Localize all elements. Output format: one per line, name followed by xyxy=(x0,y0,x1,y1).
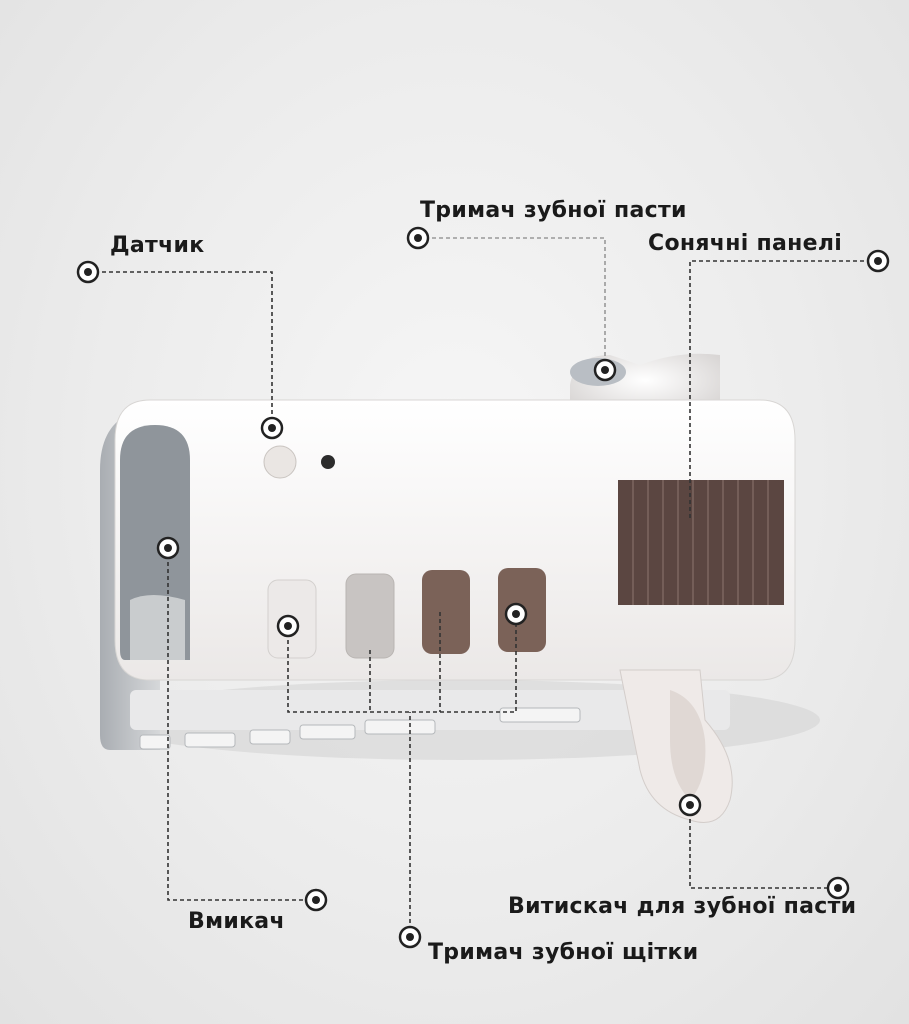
solar-panel xyxy=(618,480,784,605)
solar-marker-icon xyxy=(866,249,890,273)
label-sensor: Датчик xyxy=(110,233,205,258)
device xyxy=(100,353,820,823)
switch-marker-icon xyxy=(304,888,328,912)
label-toothpaste-squeezer: Витискач для зубної пасти xyxy=(508,894,857,919)
sensor-target-icon xyxy=(260,416,284,440)
brush-slot-target-icon xyxy=(504,602,528,626)
label-power-switch: Вмикач xyxy=(188,909,285,934)
sensor-marker-icon xyxy=(76,260,100,284)
leader-lines xyxy=(88,237,878,937)
brush-slot-target-icon xyxy=(276,614,300,638)
label-solar-panels: Сонячні панелі xyxy=(648,231,843,256)
label-toothbrush-holder: Тримач зубної щітки xyxy=(428,940,699,965)
label-toothpaste-holder: Тримач зубної пасти xyxy=(420,198,687,223)
toothpaste-holder-marker-icon xyxy=(406,226,430,250)
squeezer-target-icon xyxy=(678,793,702,817)
switch-target-icon xyxy=(156,536,180,560)
toothpaste-holder-target-icon xyxy=(593,358,617,382)
brush-holder-marker-icon xyxy=(398,925,422,949)
